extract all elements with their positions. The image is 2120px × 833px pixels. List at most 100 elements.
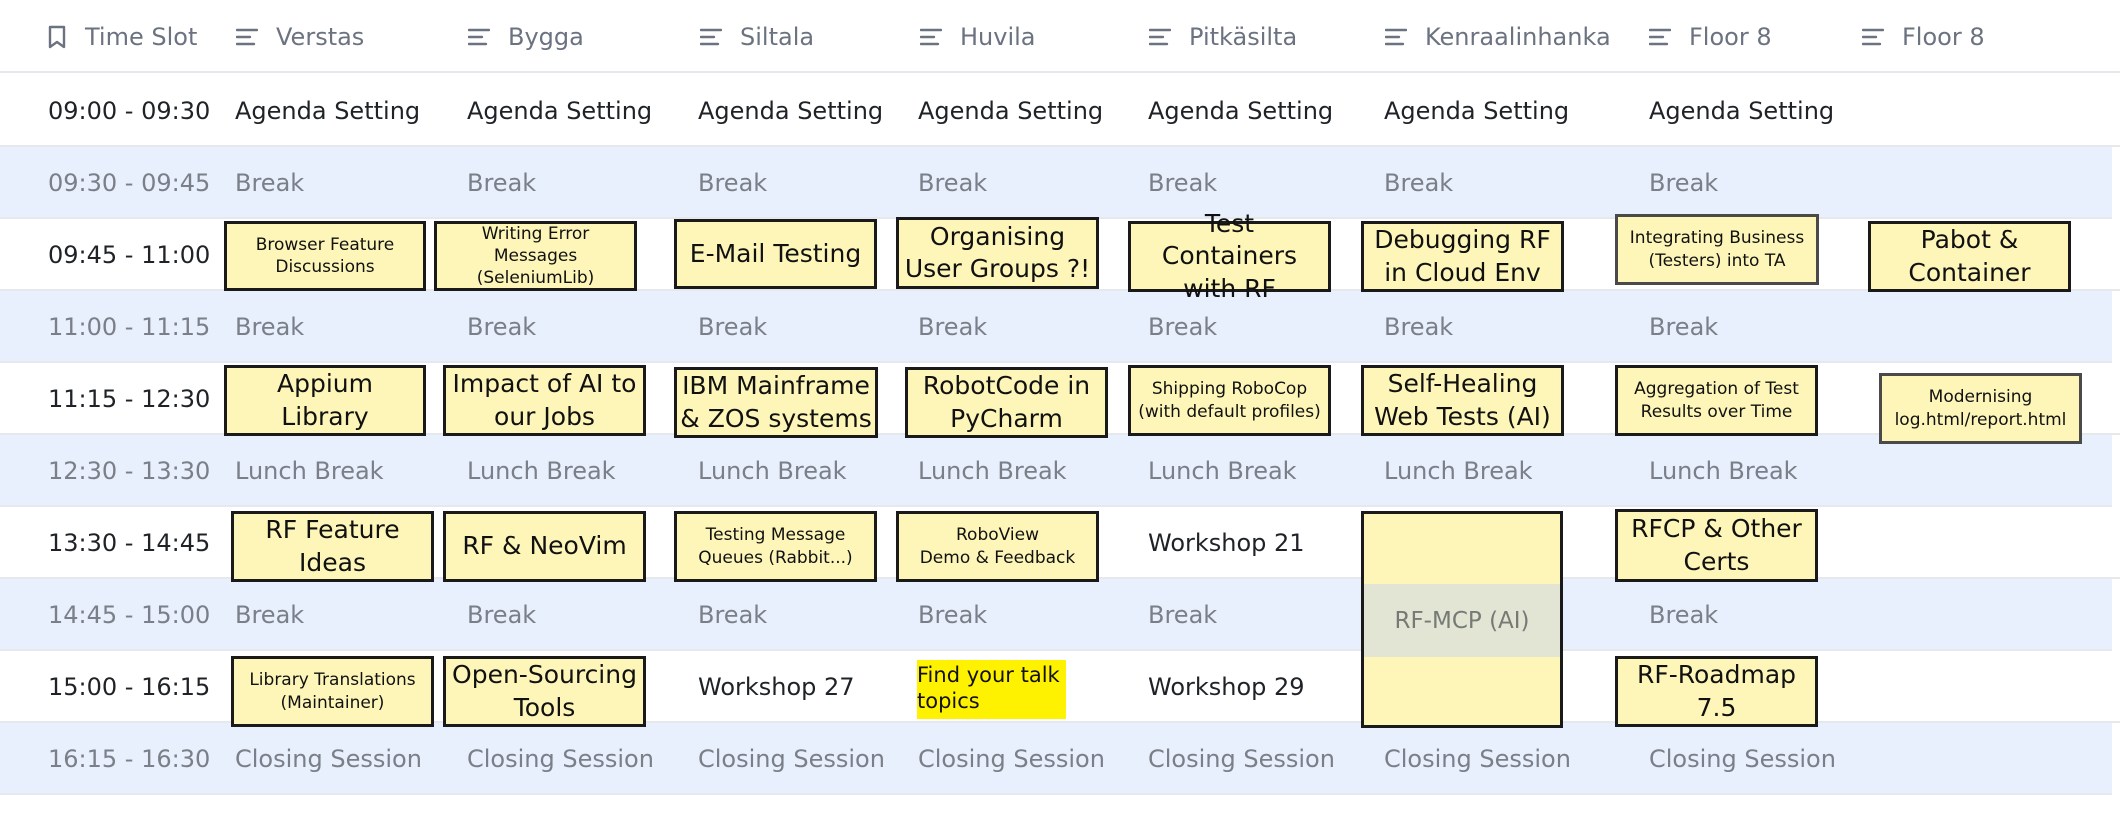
cell-break[interactable]: Break [235,169,305,197]
text-field-icon [468,28,490,45]
text-field-icon [1862,28,1884,45]
cell-workshop[interactable]: Workshop 27 [698,673,855,701]
header-room-floor8[interactable]: Floor 8 [1649,0,1772,73]
session-sticky[interactable]: RF Feature Ideas [231,511,434,582]
session-sticky[interactable]: Shipping RoboCop (with default profiles) [1128,365,1331,436]
cell-break[interactable]: Break [918,601,988,629]
header-room-huvila[interactable]: Huvila [920,0,1036,73]
session-sticky[interactable]: Open-Sourcing Tools [443,656,646,727]
session-sticky[interactable]: Integrating Business (Testers) into TA [1615,214,1819,285]
cell-break[interactable]: Break [1649,313,1719,341]
cell-lunch[interactable]: Lunch Break [1148,457,1297,485]
time-slot-cell: 09:45 - 11:00 [48,241,211,269]
cell-break[interactable]: Break [1384,313,1454,341]
header-label: Floor 8 [1689,22,1772,51]
session-sticky[interactable]: Debugging RF in Cloud Env [1361,221,1564,292]
session-sticky[interactable]: Writing Error Messages (SeleniumLib) [434,221,637,291]
cell-break[interactable]: Break [1148,169,1218,197]
header-room-floor8-second[interactable]: Floor 8 [1862,0,1985,73]
time-slot-cell: 11:00 - 11:15 [48,313,211,341]
cell-lunch[interactable]: Lunch Break [698,457,847,485]
table-header: Time Slot Verstas Bygga Siltala Huvila P… [0,0,2120,73]
cell-closing[interactable]: Closing Session [918,745,1105,773]
header-room-verstas[interactable]: Verstas [236,0,364,73]
table-row: 16:15 - 16:30 Closing Session Closing Se… [0,723,2112,795]
cell-break[interactable]: Break [1384,169,1454,197]
table-row: 09:00 - 09:30 Agenda Setting Agenda Sett… [0,75,2120,147]
session-sticky[interactable]: RobotCode in PyCharm [905,367,1108,438]
cell-break[interactable]: Break [467,601,537,629]
cell-agenda[interactable]: Agenda Setting [1649,97,1835,125]
header-label: Verstas [276,22,365,51]
cell-lunch[interactable]: Lunch Break [235,457,384,485]
session-sticky[interactable]: Library Translations (Maintainer) [231,656,434,727]
session-sticky[interactable]: Impact of AI to our Jobs [443,365,646,436]
cell-closing[interactable]: Closing Session [1384,745,1571,773]
cell-closing[interactable]: Closing Session [235,745,422,773]
session-sticky[interactable]: Organising User Groups ?! [896,217,1099,289]
session-sticky[interactable]: Browser Feature Discussions [224,221,426,291]
text-field-icon [920,28,942,45]
cell-agenda[interactable]: Agenda Setting [1148,97,1334,125]
cell-lunch[interactable]: Lunch Break [1384,457,1533,485]
cell-break[interactable]: Break [235,313,305,341]
table-row: 11:00 - 11:15 Break Break Break Break Br… [0,291,2112,363]
cell-closing[interactable]: Closing Session [467,745,654,773]
cell-break[interactable]: Break [1148,313,1218,341]
header-room-kenraalinhanka[interactable]: Kenraalinhanka [1385,0,1611,73]
cell-break[interactable]: Break [235,601,305,629]
cell-lunch[interactable]: Lunch Break [918,457,1067,485]
session-sticky[interactable]: Pabot & Container [1868,221,2071,292]
table-row: 09:30 - 09:45 Break Break Break Break Br… [0,147,2112,219]
cell-closing[interactable]: Closing Session [1649,745,1836,773]
cell-break[interactable]: Break [1148,601,1218,629]
cell-agenda[interactable]: Agenda Setting [1384,97,1570,125]
header-room-bygga[interactable]: Bygga [468,0,584,73]
session-sticky[interactable]: RFCP & Other Certs [1615,509,1818,582]
cell-lunch[interactable]: Lunch Break [1649,457,1798,485]
session-sticky[interactable]: Self-Healing Web Tests (AI) [1361,365,1564,436]
session-sticky[interactable]: Appium Library [224,365,426,436]
session-sticky[interactable]: Testing Message Queues (Rabbit...) [674,511,877,582]
header-label: Time Slot [85,22,198,51]
text-field-icon [1149,28,1171,45]
cell-break[interactable]: Break [1649,601,1719,629]
header-time-slot[interactable]: Time Slot [47,0,197,73]
cell-agenda[interactable]: Agenda Setting [918,97,1104,125]
cell-agenda[interactable]: Agenda Setting [235,97,421,125]
session-sticky-tall[interactable]: RF-MCP (AI) [1361,511,1563,728]
cell-break[interactable]: Break [918,313,988,341]
header-label: Siltala [740,22,815,51]
header-room-pitkasilta[interactable]: Pitkäsilta [1149,0,1297,73]
session-sticky[interactable]: E-Mail Testing [674,219,877,289]
cell-closing[interactable]: Closing Session [698,745,885,773]
session-sticky[interactable]: IBM Mainframe & ZOS systems [674,367,878,438]
time-slot-cell: 12:30 - 13:30 [48,457,211,485]
cell-break[interactable]: Break [467,169,537,197]
time-slot-cell: 14:45 - 15:00 [48,601,211,629]
cell-agenda[interactable]: Agenda Setting [467,97,653,125]
cell-break[interactable]: Break [918,169,988,197]
header-room-siltala[interactable]: Siltala [700,0,814,73]
cell-workshop[interactable]: Workshop 29 [1148,673,1305,701]
cell-break[interactable]: Break [698,169,768,197]
session-sticky[interactable]: RF & NeoVim [443,511,646,582]
text-field-icon [1649,28,1671,45]
header-label: Kenraalinhanka [1425,22,1611,51]
session-sticky[interactable]: RoboView Demo & Feedback [896,511,1099,582]
time-slot-cell: 16:15 - 16:30 [48,745,211,773]
cell-break[interactable]: Break [698,601,768,629]
cell-break[interactable]: Break [467,313,537,341]
session-sticky[interactable]: Modernising log.html/report.html [1879,373,2082,444]
cell-agenda[interactable]: Agenda Setting [698,97,884,125]
session-sticky[interactable]: RF-Roadmap 7.5 [1615,656,1818,727]
session-sticky[interactable]: Test Containers with RF [1128,209,1331,303]
cell-break[interactable]: Break [1649,169,1719,197]
session-sticky[interactable]: Aggregation of Test Results over Time [1615,365,1818,436]
cell-workshop[interactable]: Workshop 21 [1148,529,1305,557]
cell-break[interactable]: Break [698,313,768,341]
text-field-icon [700,28,722,45]
highlighted-note[interactable]: Find your talk topics [917,660,1066,719]
cell-lunch[interactable]: Lunch Break [467,457,616,485]
cell-closing[interactable]: Closing Session [1148,745,1335,773]
